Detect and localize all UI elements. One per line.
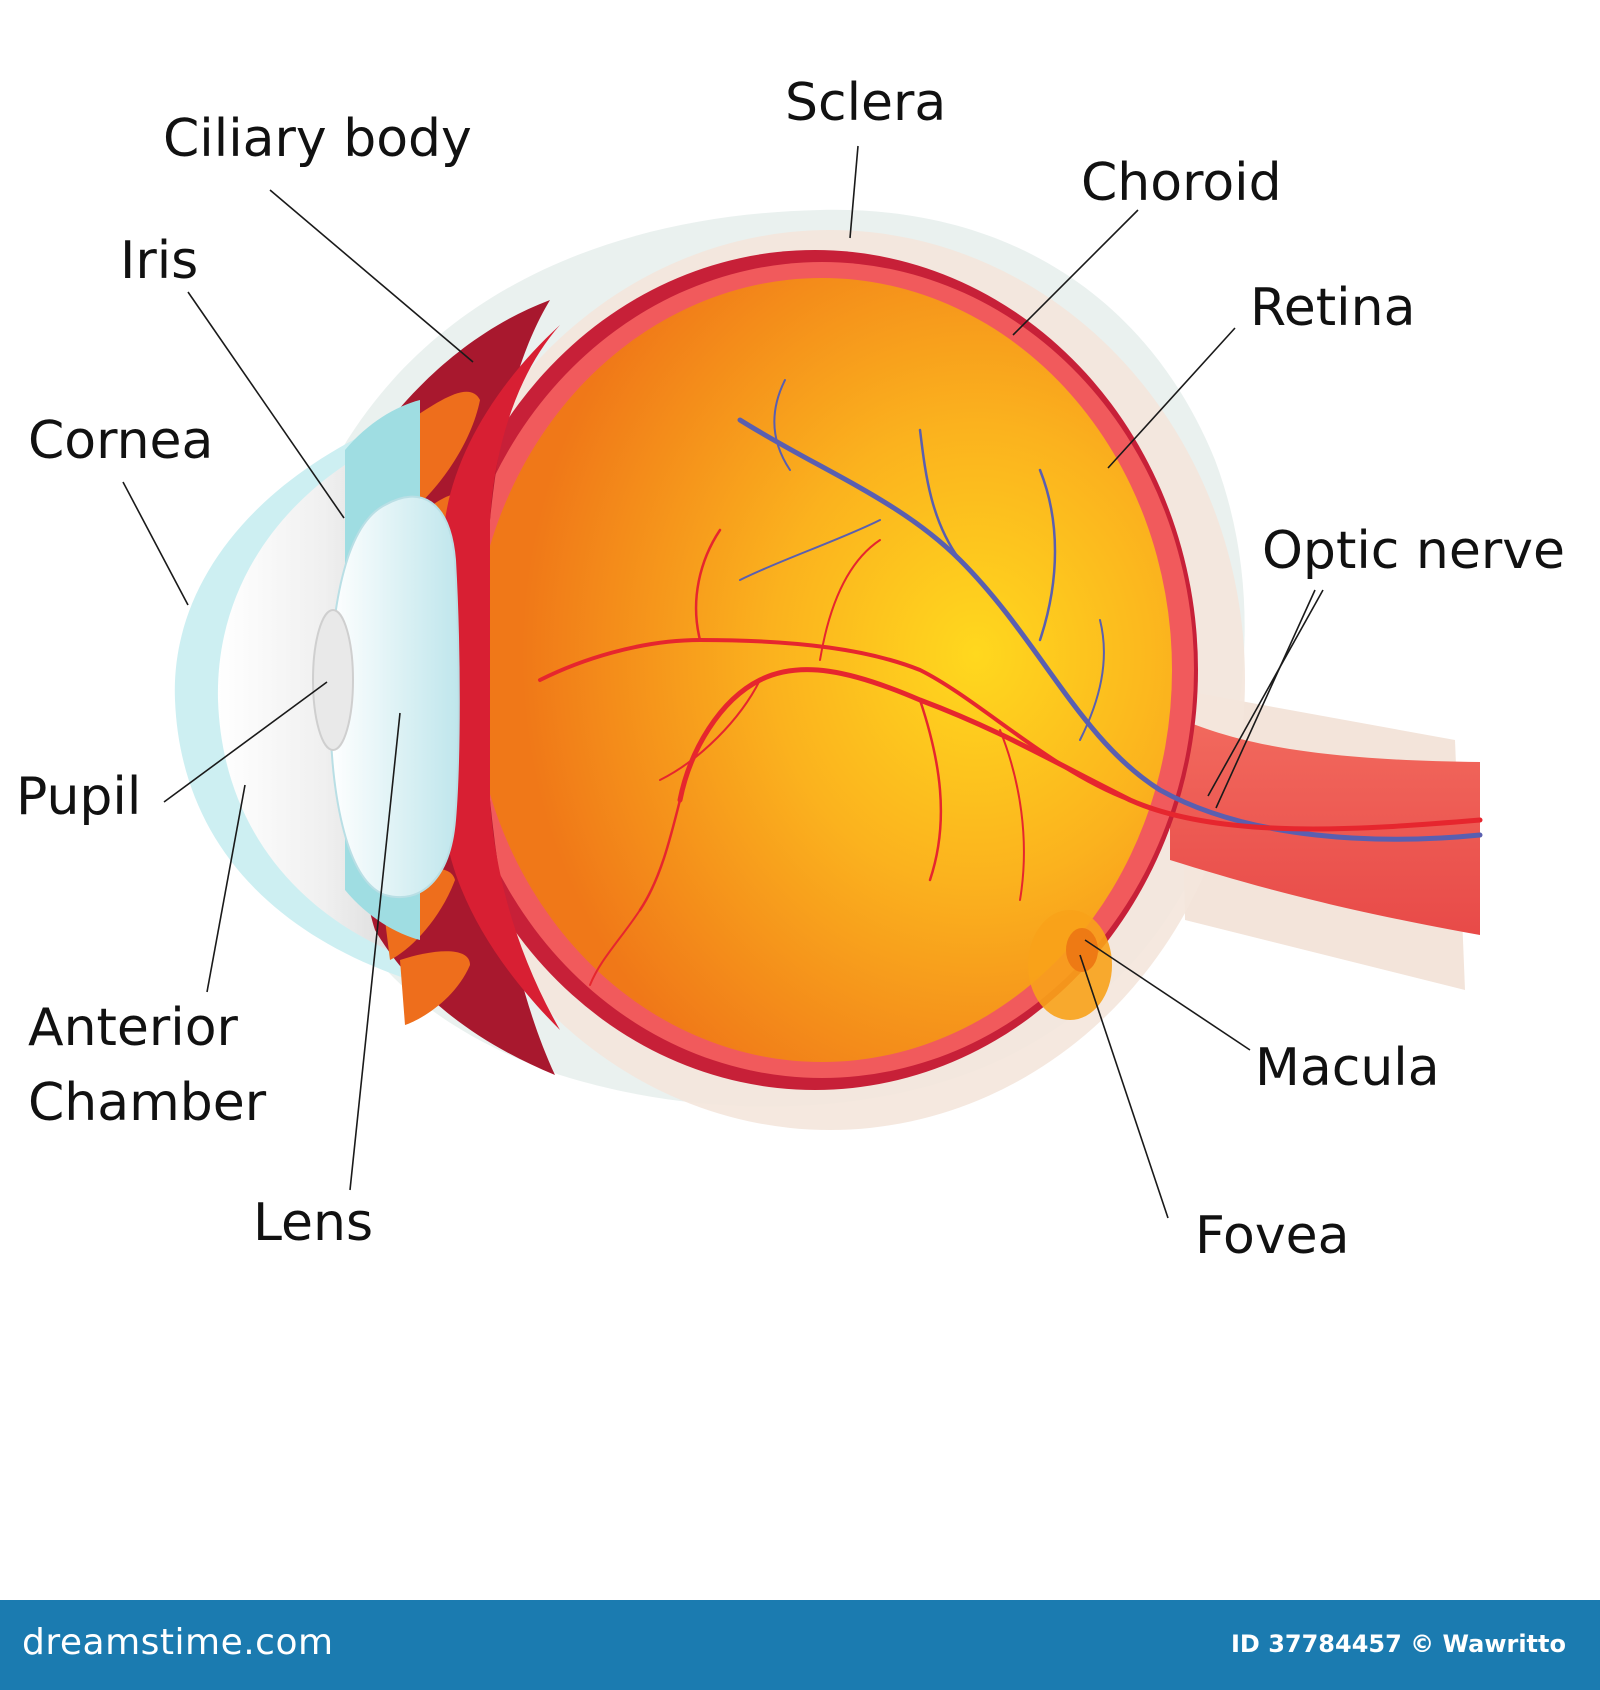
leader-iris xyxy=(187,291,345,519)
labels: Sclera Ciliary body Choroid Iris Retina … xyxy=(16,73,1565,1266)
optic-nerve-shape xyxy=(1170,715,1480,935)
leader-choroid xyxy=(1012,209,1139,336)
label-iris: Iris xyxy=(120,231,198,291)
leader-optic-nerve-1 xyxy=(1207,589,1324,797)
eyeball xyxy=(174,209,1483,1130)
macula-spot xyxy=(1028,910,1112,1020)
footer-image-id: ID 37784457 © Wawritto xyxy=(1231,1630,1566,1658)
leader-fovea xyxy=(1079,954,1169,1219)
label-optic-nerve: Optic nerve xyxy=(1262,521,1565,581)
label-cornea: Cornea xyxy=(28,411,213,471)
label-sclera: Sclera xyxy=(785,73,946,133)
retinal-veins xyxy=(737,379,1483,842)
label-ciliary-body: Ciliary body xyxy=(163,109,472,169)
label-lens: Lens xyxy=(253,1193,373,1253)
footer-site-name[interactable]: dreamstime.com xyxy=(22,1622,334,1663)
retinal-arteries xyxy=(538,528,1483,986)
leader-macula xyxy=(1084,939,1251,1051)
leader-cornea xyxy=(122,481,189,606)
leader-anterior-chamber xyxy=(206,784,246,993)
leader-pupil xyxy=(163,681,328,803)
leader-sclera xyxy=(849,145,859,239)
label-anterior-chamber-line2: Chamber xyxy=(28,1073,267,1133)
label-anterior-chamber-line1: Anterior xyxy=(28,998,239,1058)
leader-lines xyxy=(122,145,1324,1219)
label-fovea: Fovea xyxy=(1195,1206,1350,1266)
leader-ciliary-body xyxy=(269,189,474,363)
eye-anatomy-diagram: Sclera Ciliary body Choroid Iris Retina … xyxy=(16,73,1565,1266)
pupil-shape xyxy=(312,609,354,751)
leader-lens xyxy=(349,712,401,1191)
leader-optic-nerve-2 xyxy=(1215,589,1316,809)
label-macula: Macula xyxy=(1255,1038,1440,1098)
footer-bar: dreamstime.com ID 37784457 © Wawritto xyxy=(0,1600,1600,1690)
label-choroid: Choroid xyxy=(1081,153,1282,213)
label-pupil: Pupil xyxy=(16,767,141,827)
label-retina: Retina xyxy=(1250,278,1415,338)
leader-retina xyxy=(1107,327,1236,469)
